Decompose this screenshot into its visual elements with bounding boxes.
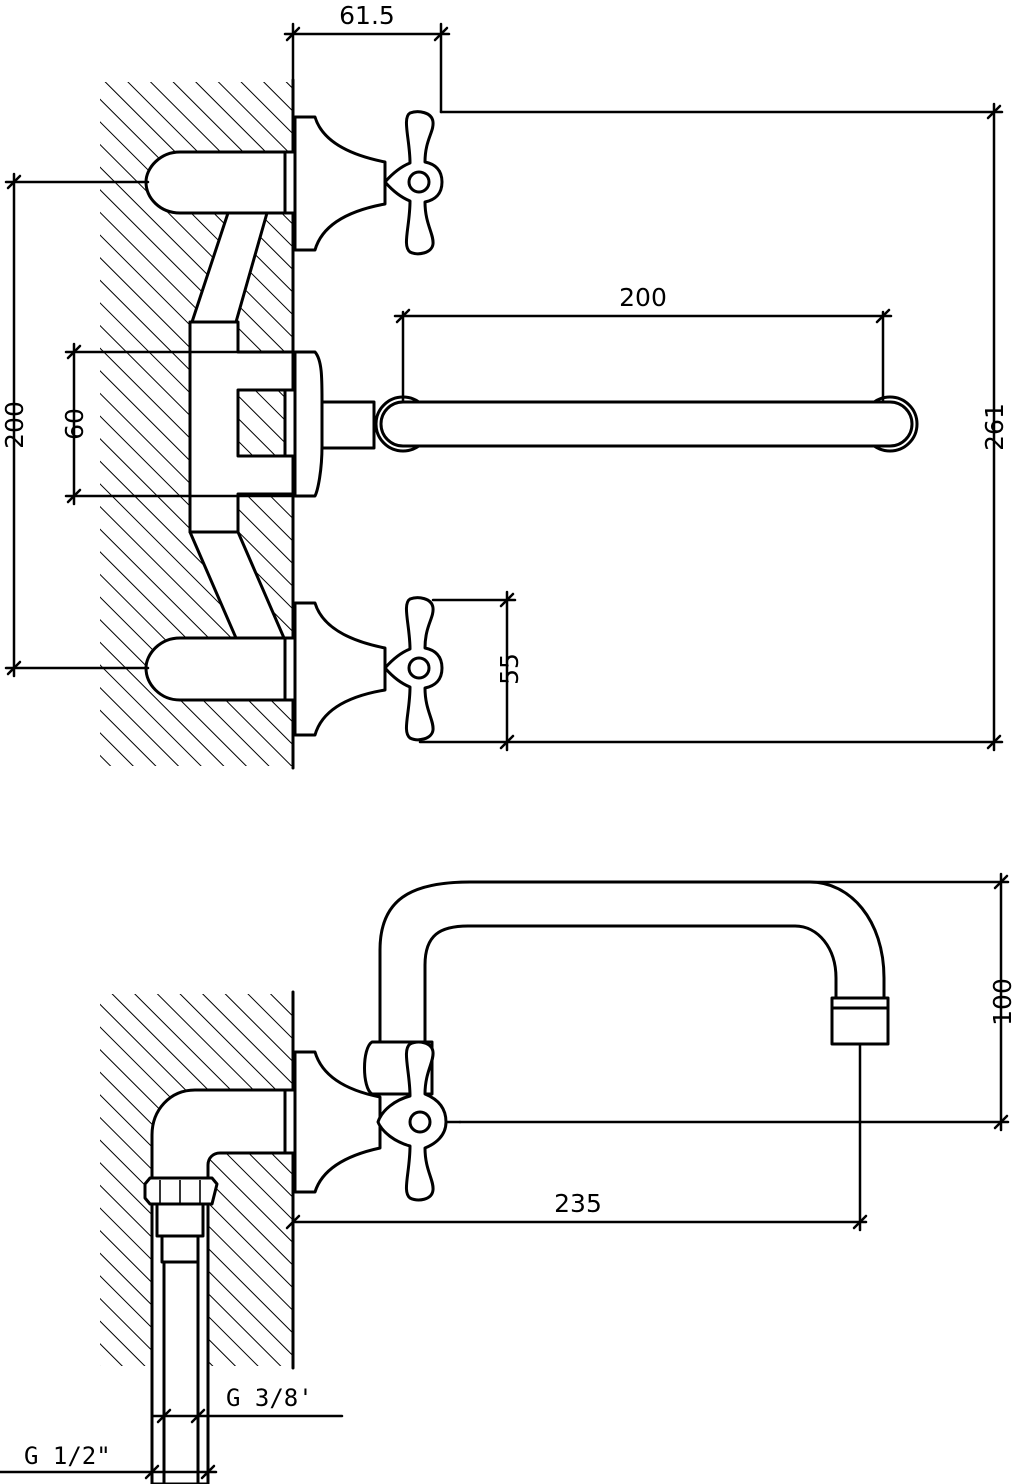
- dim-overall-height: 261: [980, 403, 1009, 451]
- spout-body-front: [283, 350, 919, 498]
- dim-spout-height: 100: [988, 978, 1014, 1026]
- dim-handle-height: 55: [495, 653, 524, 685]
- gooseneck-spout: [378, 880, 886, 1052]
- spout-aerator: [830, 1006, 890, 1046]
- dim-outlet-offset: 60: [60, 408, 89, 440]
- concealed-piping: [144, 150, 295, 702]
- thread-inner-label: G 3/8': [226, 1384, 313, 1412]
- inlet-elbow: [143, 1088, 295, 1484]
- side-view: 235 100 G 3/8' G 1/2": [0, 872, 1014, 1484]
- side-valve-body: [283, 880, 890, 1202]
- spout-arm-front: [379, 400, 914, 448]
- front-dimension-lines: [4, 22, 1004, 752]
- upper-valve: [283, 110, 444, 256]
- dim-spout-reach: 235: [554, 1189, 602, 1218]
- front-view: 61.5 200 261 200 60 55: [0, 1, 1009, 770]
- dim-inlet-spacing: 200: [0, 401, 29, 449]
- lower-valve: [283, 596, 444, 742]
- dim-spout-length: 200: [619, 283, 667, 312]
- dim-handle-projection: 61.5: [339, 1, 395, 30]
- side-dimension-lines: [0, 872, 1010, 1480]
- thread-outer-label: G 1/2": [24, 1442, 111, 1470]
